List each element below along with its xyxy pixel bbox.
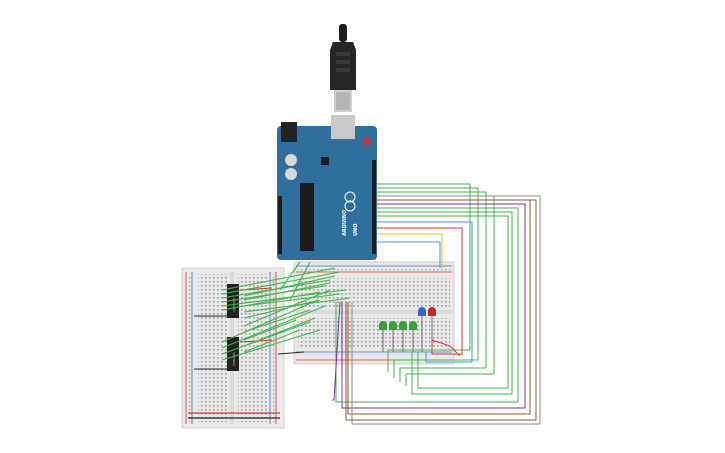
model-label: UNO [353,224,359,237]
power-jack [281,122,297,142]
green-wire-bundle[interactable] [221,261,351,361]
digital-header [372,160,376,254]
capacitor [285,154,297,166]
led-blue[interactable] [418,307,426,316]
capacitor [285,168,297,180]
infinity-logo-icon [344,191,356,203]
led-green-2[interactable] [389,321,397,330]
svg-text:74HC595: 74HC595 [232,298,236,312]
brand-label: ARDUINO [342,210,348,236]
microcontroller-chip [300,183,314,251]
led-green-3[interactable] [399,321,407,330]
power-header [278,196,282,254]
usb-port [331,115,355,139]
usb-chip [321,157,329,165]
reset-button[interactable] [363,137,371,145]
led-green-4[interactable] [409,321,417,330]
led-red[interactable] [428,307,436,316]
usb-cable[interactable] [330,24,356,112]
arduino-to-breadboard-wires[interactable] [332,183,541,425]
red-ground-wire[interactable] [431,339,461,357]
arduino-board[interactable]: ARDUINO UNO [277,115,377,260]
led-green-1[interactable] [379,321,387,330]
svg-text:74HC595: 74HC595 [232,352,236,366]
shift-register-chip-2[interactable]: 74HC595 [227,337,239,371]
